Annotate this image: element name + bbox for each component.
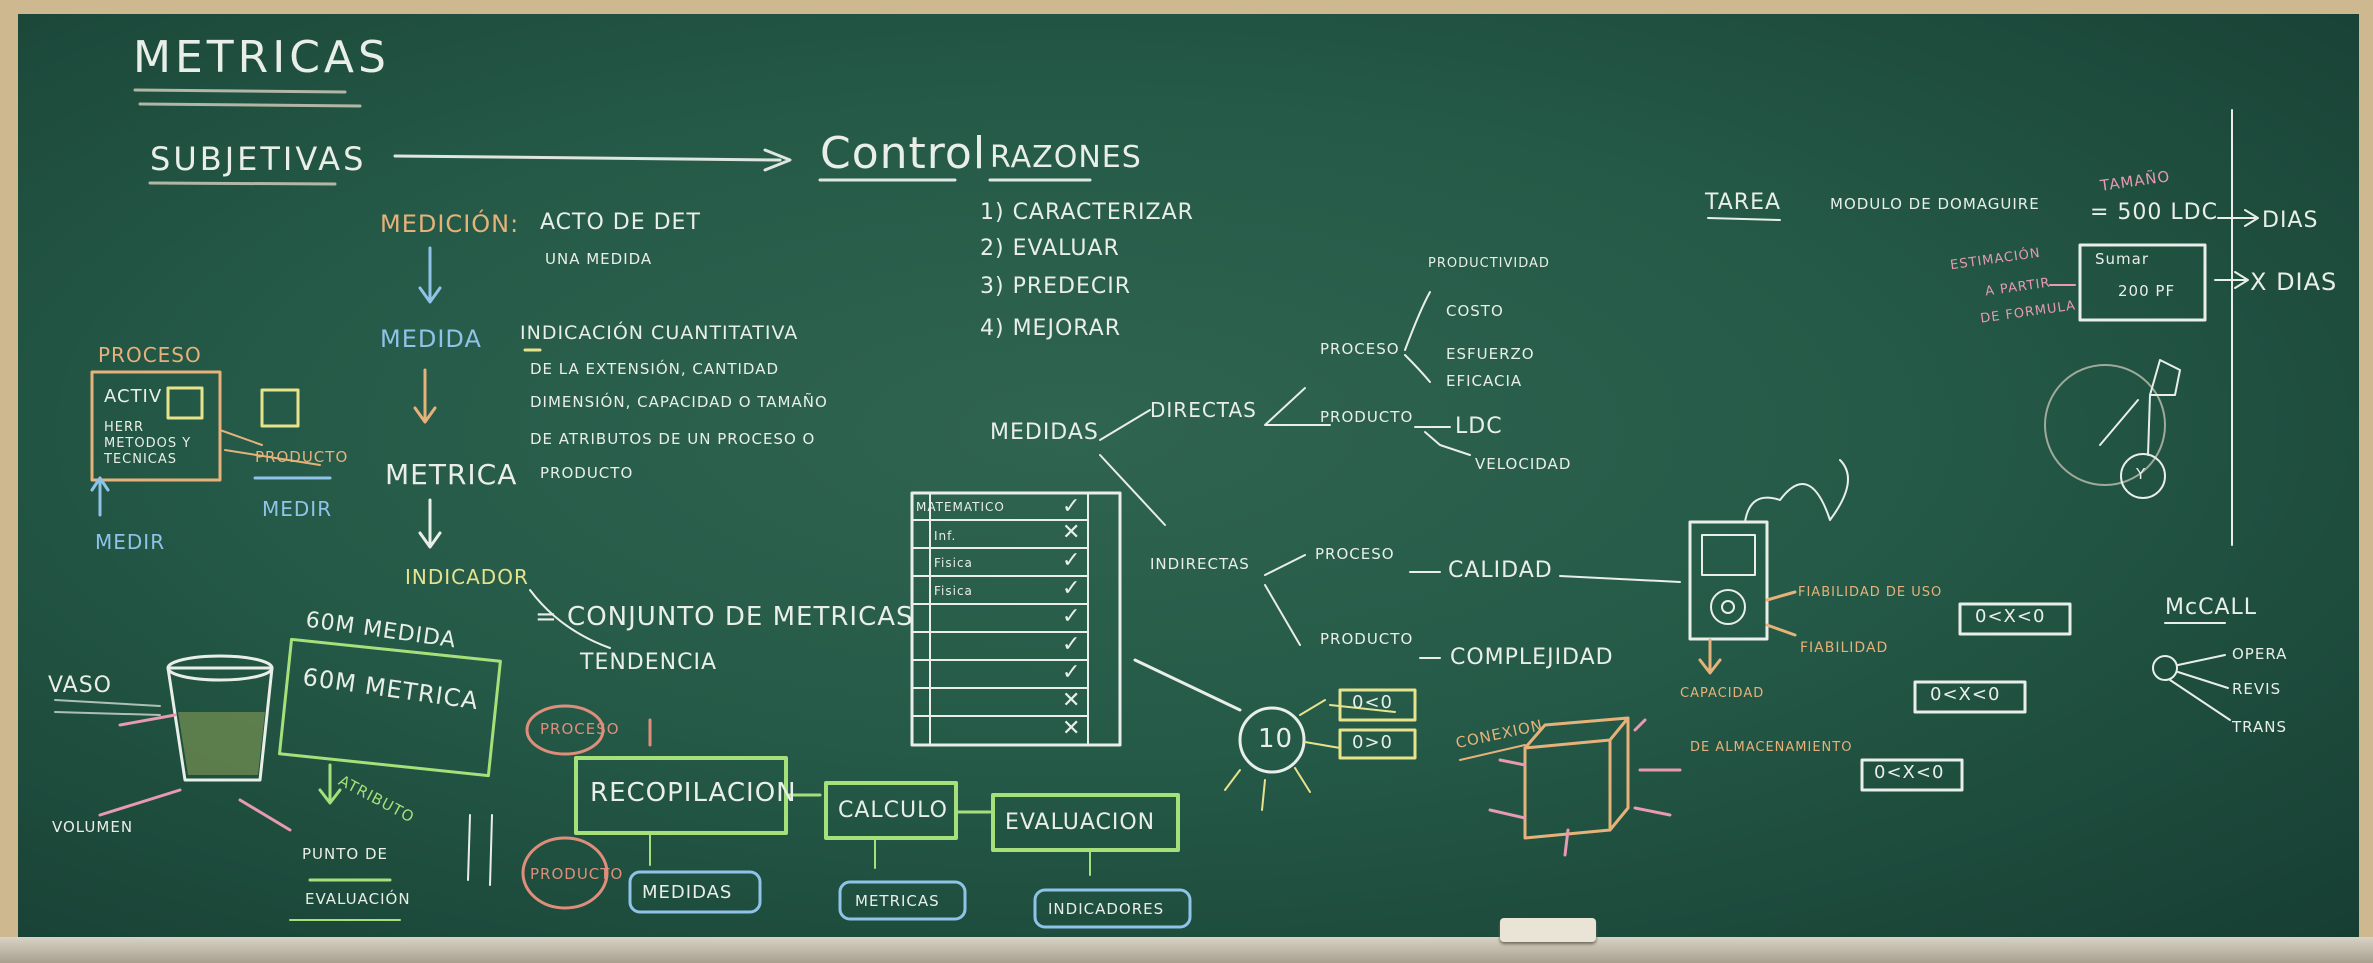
tarea-modulo: MODULO DE DOMAGUIRE [1830,195,2040,213]
medida-def-5: PRODUCTO [540,464,634,482]
medicion-def-2: UNA MEDIDA [545,250,653,268]
chalk-tray [0,937,2373,963]
proceso-esfuerzo: ESFUERZO [1446,345,1535,363]
medir-label-2: MEDIR [262,497,333,521]
check-mark: ✓ [1062,660,1082,685]
razon-4: 4) MEJORAR [980,316,1121,341]
medidas-directas: DIRECTAS [1150,398,1257,422]
tarea-pf-1: Sumar [2095,250,2149,268]
proceso-eficacia: EFICACIA [1446,372,1523,390]
sun-range-2: 0>0 [1352,732,1393,753]
sun-center: 10 [1258,724,1294,754]
medida-def-2: DE LA EXTENSIÓN, CANTIDAD [530,360,780,378]
eraser [1500,918,1596,942]
indicador-def-2: TENDENCIA [580,650,717,675]
check-mark: ✓ [1062,576,1082,601]
cross-mark: ✕ [1062,688,1082,713]
device-range-1: 0<X<0 [1975,606,2046,627]
mccall-revis: REVIS [2232,680,2282,698]
check-row-4: Fisica [934,584,973,598]
proceso-box-title: PROCESO [98,343,202,367]
check-mark: ✓ [1062,604,1082,629]
medida-def-3: DIMENSIÓN, CAPACIDAD O TAMAÑO [530,393,828,411]
proceso-item-activ: ACTIV [104,386,163,407]
medidas-label: MEDIDAS [990,420,1099,445]
sun-range-1: 0<0 [1352,692,1393,713]
medida-def-1: INDICACIÓN CUANTITATIVA [520,322,799,344]
razon-3: 3) PREDECIR [980,274,1132,299]
check-mark: ✓ [1062,494,1082,519]
proceso-costo: COSTO [1446,302,1504,320]
tarea-ldc: = 500 LDC [2090,200,2218,225]
indirectas-proceso: PROCESO [1315,545,1395,563]
cross-mark: ✕ [1062,716,1082,741]
medida-label: MEDIDA [380,325,482,353]
directas-proceso: PROCESO [1320,340,1400,358]
board-title: METRICAS [133,32,390,83]
tarea-pf-2: 200 PF [2118,282,2176,300]
device-range-2: 0<X<0 [1930,684,2001,705]
tarea-xdias: X DIAS [2250,268,2338,296]
check-mark: ✓ [1062,548,1082,573]
razon-2: 2) EVALUAR [980,236,1120,261]
check-row-1: MATEMATICO [916,500,1005,514]
check-row-2: Inf. [934,529,957,543]
flow-out-medidas: MEDIDAS [642,882,733,903]
proceso-item-tecnicas: TECNICAS [104,452,178,467]
flow-out-indicadores: INDICADORES [1048,900,1165,918]
device-range-3: 0<X<0 [1874,762,1945,783]
producto-ldc: LDC [1455,414,1503,439]
glass-punto-1: PUNTO DE [302,845,389,863]
indirectas-producto: PRODUCTO [1320,630,1414,648]
indirectas-complejidad: COMPLEJIDAD [1450,645,1614,670]
flow-out-metricas: METRICAS [855,892,940,910]
device-capacidad-1: CAPACIDAD [1680,686,1765,701]
tarea-dias: DIAS [2262,208,2319,233]
indirectas-calidad: CALIDAD [1448,558,1553,583]
flow-step-recopilacion: RECOPILACION [590,778,797,808]
tarea-y: Y [2136,465,2147,483]
proceso-item-herr: HERR [104,420,145,435]
flow-proceso: PROCESO [540,720,620,738]
device-capacidad-2: DE ALMACENAMIENTO [1690,740,1853,755]
medir-label: MEDIR [95,530,166,554]
mccall-title: McCALL [2165,595,2258,620]
device-fiab-uso: FIABILIDAD DE USO [1798,585,1943,600]
check-mark: ✓ [1062,632,1082,657]
directas-producto: PRODUCTO [1320,408,1414,426]
tarea-label: TAREA [1705,190,1782,215]
flow-step-calculo: CALCULO [838,798,948,823]
device-fiabilidad: FIABILIDAD [1800,640,1889,656]
cross-mark: ✕ [1062,520,1082,545]
indicador-label: INDICADOR [405,565,529,589]
medida-def-4: DE ATRIBUTOS DE UN PROCESO O [530,430,816,448]
glass-volumen: VOLUMEN [52,818,134,836]
proceso-item-metodos: METODOS Y [104,436,192,451]
mccall-opera: OPERA [2232,645,2288,663]
mccall-trans: TRANS [2232,718,2287,736]
metrica-label: METRICA [385,458,518,491]
proceso-producto: PRODUCTO [255,448,349,466]
flow-step-evaluacion: EVALUACION [1005,810,1156,835]
flow-producto: PRODUCTO [530,865,624,883]
check-row-3: Fisica [934,556,973,570]
medidas-indirectas: INDIRECTAS [1150,555,1250,573]
glass-punto-2: EVALUACIÓN [305,890,411,908]
razones-label: RAZONES [990,140,1142,175]
razon-1: 1) CARACTERIZAR [980,200,1194,225]
control-label: Control [820,128,987,179]
proceso-productividad: PRODUCTIVIDAD [1428,256,1550,271]
indicador-def-1: = CONJUNTO DE METRICAS [535,602,914,632]
glass-vaso: VASO [48,673,112,698]
producto-velocidad: VELOCIDAD [1475,455,1572,473]
subjetivas-label: SUBJETIVAS [150,140,367,178]
medicion-label: MEDICIÓN: [380,210,520,238]
medicion-def-1: ACTO DE DET [540,210,701,235]
